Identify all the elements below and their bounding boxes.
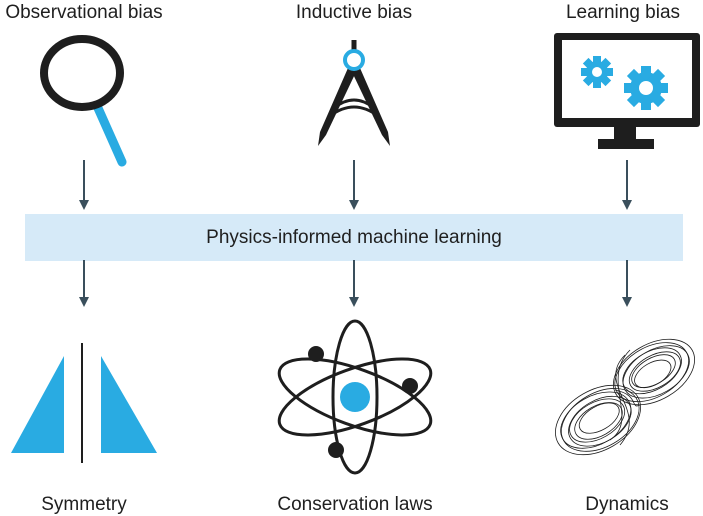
arrows-bottom xyxy=(79,260,632,307)
gear-icon xyxy=(581,56,613,88)
conservation-laws-label: Conservation laws xyxy=(277,494,433,515)
atom-icon xyxy=(277,319,433,475)
monitor-gears-icon xyxy=(554,33,700,149)
electron xyxy=(402,378,418,394)
physics-informed-ml-banner: Physics-informed machine learning xyxy=(25,214,683,261)
symmetry-icon xyxy=(11,343,157,463)
observational-bias-label: Observational bias xyxy=(5,2,163,23)
electron xyxy=(328,442,344,458)
arrows-top xyxy=(79,160,632,210)
inductive-bias-label: Inductive bias xyxy=(295,2,413,23)
nucleus xyxy=(340,382,370,412)
electron xyxy=(308,346,324,362)
dynamics-label: Dynamics xyxy=(585,494,669,515)
gear-icon xyxy=(624,66,668,110)
symmetry-label: Symmetry xyxy=(41,494,127,515)
dynamics-attractor-icon xyxy=(555,338,695,456)
magnifying-glass-icon xyxy=(40,35,127,167)
learning-bias-label: Learning bias xyxy=(565,2,681,23)
compass-icon xyxy=(318,40,390,146)
